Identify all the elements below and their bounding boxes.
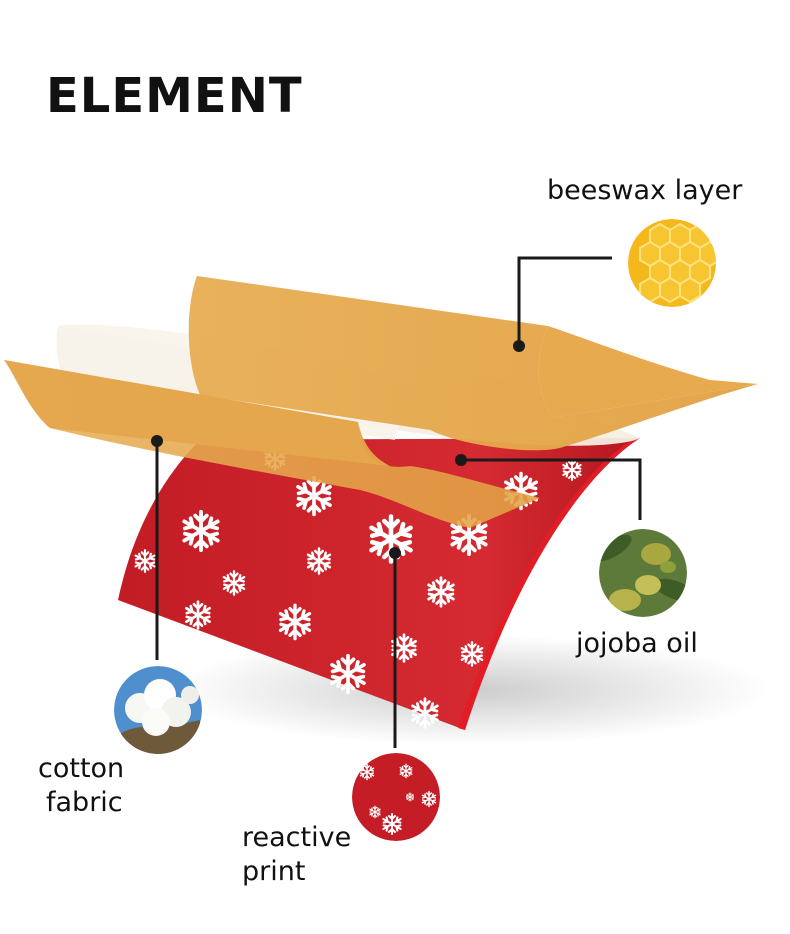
cotton-icon [114, 666, 202, 754]
print-label-line1: reactive [242, 822, 352, 853]
beeswax-sheet-front [4, 360, 540, 528]
beeswax-leader [517, 256, 612, 346]
jojoba-label: jojoba oil [576, 627, 698, 661]
jojoba-label-text: jojoba oil [576, 628, 698, 659]
jojoba-leader [461, 458, 642, 520]
beeswax-label: beeswax layer [547, 174, 742, 208]
beeswax-sheet-back [188, 276, 758, 451]
leader-dots [151, 340, 525, 559]
print-label-line2: print [242, 856, 306, 887]
cotton-label-line2: fabric [46, 787, 123, 818]
beeswax-label-text: beeswax layer [547, 175, 743, 206]
page-title: ELEMENT [46, 68, 303, 124]
jojoba-icon [599, 529, 687, 617]
snowflake-print-icon [352, 753, 440, 841]
leader-lines [155, 256, 642, 748]
honeycomb-icon [628, 219, 716, 307]
cotton-label-line1: cotton [38, 753, 125, 784]
print-label: reactive print [242, 821, 351, 889]
cotton-label: cotton fabric [38, 752, 124, 820]
